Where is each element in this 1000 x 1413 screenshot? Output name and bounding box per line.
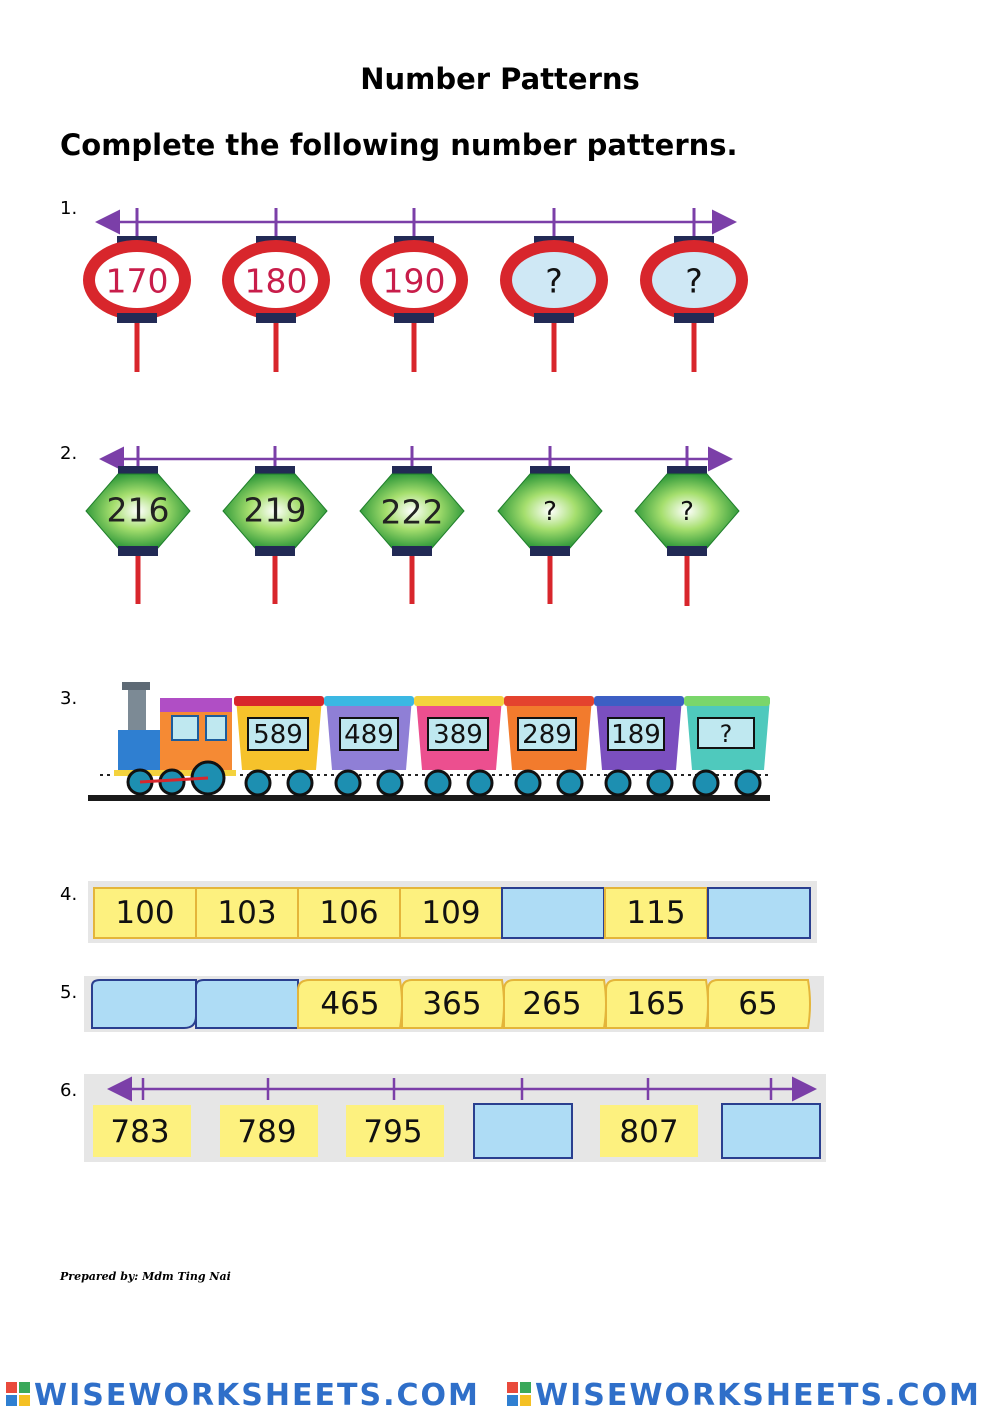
instruction: Complete the following number patterns.	[60, 128, 738, 162]
q2-lanterns: 216 219 222 ?	[85, 446, 740, 606]
carriage-5: 189	[594, 696, 684, 797]
brand-watermark: WISEWORKSHEETS.COM	[34, 1378, 480, 1413]
lantern-1: 170	[83, 208, 191, 372]
sequence-cell: 795	[363, 1114, 422, 1150]
brand-watermark: WISEWORKSHEETS.COM	[535, 1378, 981, 1413]
answer-blank[interactable]	[501, 887, 605, 939]
lantern-label: 222	[381, 493, 444, 532]
answer-blank[interactable]	[707, 887, 811, 939]
lantern-answer-blank[interactable]: ?	[685, 262, 703, 301]
carriage-label: 589	[253, 720, 303, 750]
sequence-cell: 165	[626, 986, 685, 1022]
sequence-cell: 807	[619, 1114, 678, 1150]
lantern-label: 180	[245, 262, 308, 301]
locomotive	[114, 682, 236, 796]
answer-blank[interactable]	[91, 979, 197, 1029]
sequence-cell: 106	[319, 895, 378, 931]
carriage-1: 589	[234, 696, 324, 797]
sequence-cell: 265	[522, 986, 581, 1022]
lantern-4: ?	[497, 446, 603, 604]
question-5-number: 5.	[60, 982, 78, 1003]
sequence-cell: 100	[115, 895, 174, 931]
train-track	[88, 795, 770, 801]
lantern-label: 219	[244, 491, 307, 530]
sequence-cell: 103	[217, 895, 276, 931]
question-2-number: 2.	[60, 443, 78, 464]
lantern-label: 216	[107, 491, 170, 530]
wise-logo-icon	[6, 1382, 30, 1406]
carriage-label: 489	[344, 720, 394, 750]
wise-logo-icon	[507, 1382, 531, 1406]
sequence-cell: 783	[110, 1114, 169, 1150]
page-title: Number Patterns	[360, 62, 640, 96]
carriage-answer-blank[interactable]: ?	[720, 720, 733, 748]
question-6-number: 6.	[60, 1080, 78, 1101]
lantern-4: ?	[500, 208, 608, 372]
sequence-cell: 365	[422, 986, 481, 1022]
lantern-answer-blank[interactable]: ?	[543, 497, 557, 527]
q5-sequence: 465 365 265 165 65	[84, 976, 824, 1032]
lantern-3: 190	[360, 208, 468, 372]
answer-blank[interactable]	[195, 979, 299, 1029]
q6-sequence: 783 789 795 807	[84, 1074, 826, 1162]
q4-sequence: 100 103 106 109 115	[88, 881, 817, 943]
lantern-3: 222	[359, 446, 465, 604]
question-3-number: 3.	[60, 688, 78, 709]
sequence-cell: 789	[237, 1114, 296, 1150]
lantern-answer-blank[interactable]: ?	[545, 262, 563, 301]
lantern-label: 190	[383, 262, 446, 301]
sequence-cell: 65	[738, 986, 777, 1022]
lantern-1: 216	[85, 446, 191, 604]
question-4-number: 4.	[60, 884, 78, 905]
prepared-by-credit: Prepared by: Mdm Ting Nai	[60, 1270, 231, 1283]
lantern-answer-blank[interactable]: ?	[680, 497, 694, 527]
carriage-label: 289	[522, 720, 572, 750]
lantern-5: ?	[634, 446, 740, 606]
q1-lanterns: 170 180 190 ?	[83, 208, 748, 372]
carriage-4: 289	[504, 696, 594, 797]
lantern-5: ?	[640, 208, 748, 372]
carriage-3: 389	[414, 696, 504, 797]
carriage-label: 389	[433, 720, 483, 750]
answer-blank[interactable]	[721, 1103, 821, 1159]
q3-train: 589 489 389 289	[88, 682, 770, 801]
lantern-2: 219	[222, 446, 328, 604]
lantern-label: 170	[106, 262, 169, 301]
lantern-2: 180	[222, 208, 330, 372]
answer-blank[interactable]	[473, 1103, 573, 1159]
carriage-2: 489	[324, 696, 414, 797]
sequence-cell: 115	[626, 895, 685, 931]
sequence-cell: 465	[320, 986, 379, 1022]
carriage-6: ?	[684, 696, 770, 797]
question-1-number: 1.	[60, 198, 78, 219]
carriage-label: 189	[611, 720, 661, 750]
sequence-cell: 109	[421, 895, 480, 931]
